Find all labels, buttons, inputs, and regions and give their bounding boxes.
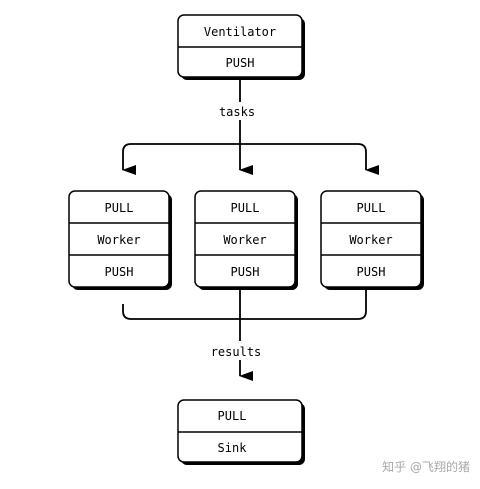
sink-label: Sink — [218, 441, 248, 455]
ventilator-node: Ventilator PUSH — [177, 14, 305, 80]
worker-right-label: Worker — [349, 233, 392, 247]
worker-right-box — [320, 190, 422, 288]
worker-left-pull-label: PULL — [105, 201, 134, 215]
worker-center-box — [194, 190, 296, 288]
tasks-branch-right — [240, 143, 379, 175]
sink-box — [177, 399, 303, 463]
ventilator-push-label: PUSH — [226, 56, 255, 70]
tasks-branch-left — [122, 143, 240, 175]
worker-node-left: PULL Worker PUSH — [68, 190, 172, 290]
ventilator-label: Ventilator — [204, 25, 276, 39]
worker-left-label: Worker — [97, 233, 140, 247]
results-collector — [122, 287, 367, 320]
results-label: results — [211, 345, 262, 359]
sink-pull-label: PULL — [218, 409, 247, 423]
worker-center-push-label: PUSH — [231, 265, 260, 279]
worker-right-push-label: PUSH — [357, 265, 386, 279]
results-edges — [122, 287, 367, 381]
watermark-text: 知乎 @飞翔的猪 — [382, 459, 470, 474]
tasks-label: tasks — [219, 105, 255, 119]
worker-left-box — [68, 190, 170, 288]
worker-right-pull-label: PULL — [357, 201, 386, 215]
tasks-edges — [122, 77, 379, 175]
worker-node-center: PULL Worker PUSH — [194, 190, 298, 290]
worker-center-label: Worker — [223, 233, 266, 247]
worker-center-pull-label: PULL — [231, 201, 260, 215]
worker-node-right: PULL Worker PUSH — [320, 190, 424, 290]
sink-node: PULL Sink — [177, 399, 305, 465]
worker-left-push-label: PUSH — [105, 265, 134, 279]
